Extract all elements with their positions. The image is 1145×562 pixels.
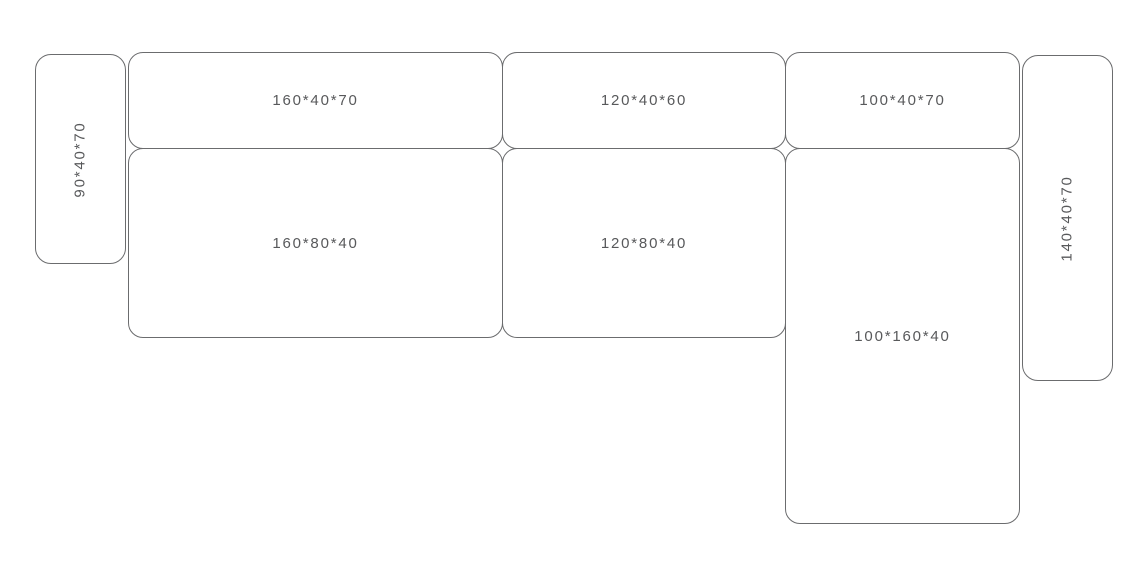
module-backrest-100: 100*40*70 [785,52,1020,149]
dimension-label: 120*80*40 [600,234,688,252]
dimension-label: 140*40*70 [1059,174,1076,262]
module-armrest-left: 90*40*70 [35,54,126,264]
dimension-label: 120*40*60 [600,92,688,109]
dimension-label: 160*40*70 [272,92,359,109]
dimension-label: 160*80*40 [272,234,359,252]
dimension-label: 100*160*40 [854,327,951,345]
module-seat-120: 120*80*40 [502,148,786,338]
module-armrest-right: 140*40*70 [1022,55,1113,381]
module-backrest-160: 160*40*70 [128,52,503,149]
module-seat-160: 160*80*40 [128,148,503,338]
module-chaise-100-160: 100*160*40 [785,148,1020,524]
dimension-label: 90*40*70 [71,120,89,198]
dimension-label: 100*40*70 [859,92,946,109]
module-backrest-120: 120*40*60 [502,52,786,149]
